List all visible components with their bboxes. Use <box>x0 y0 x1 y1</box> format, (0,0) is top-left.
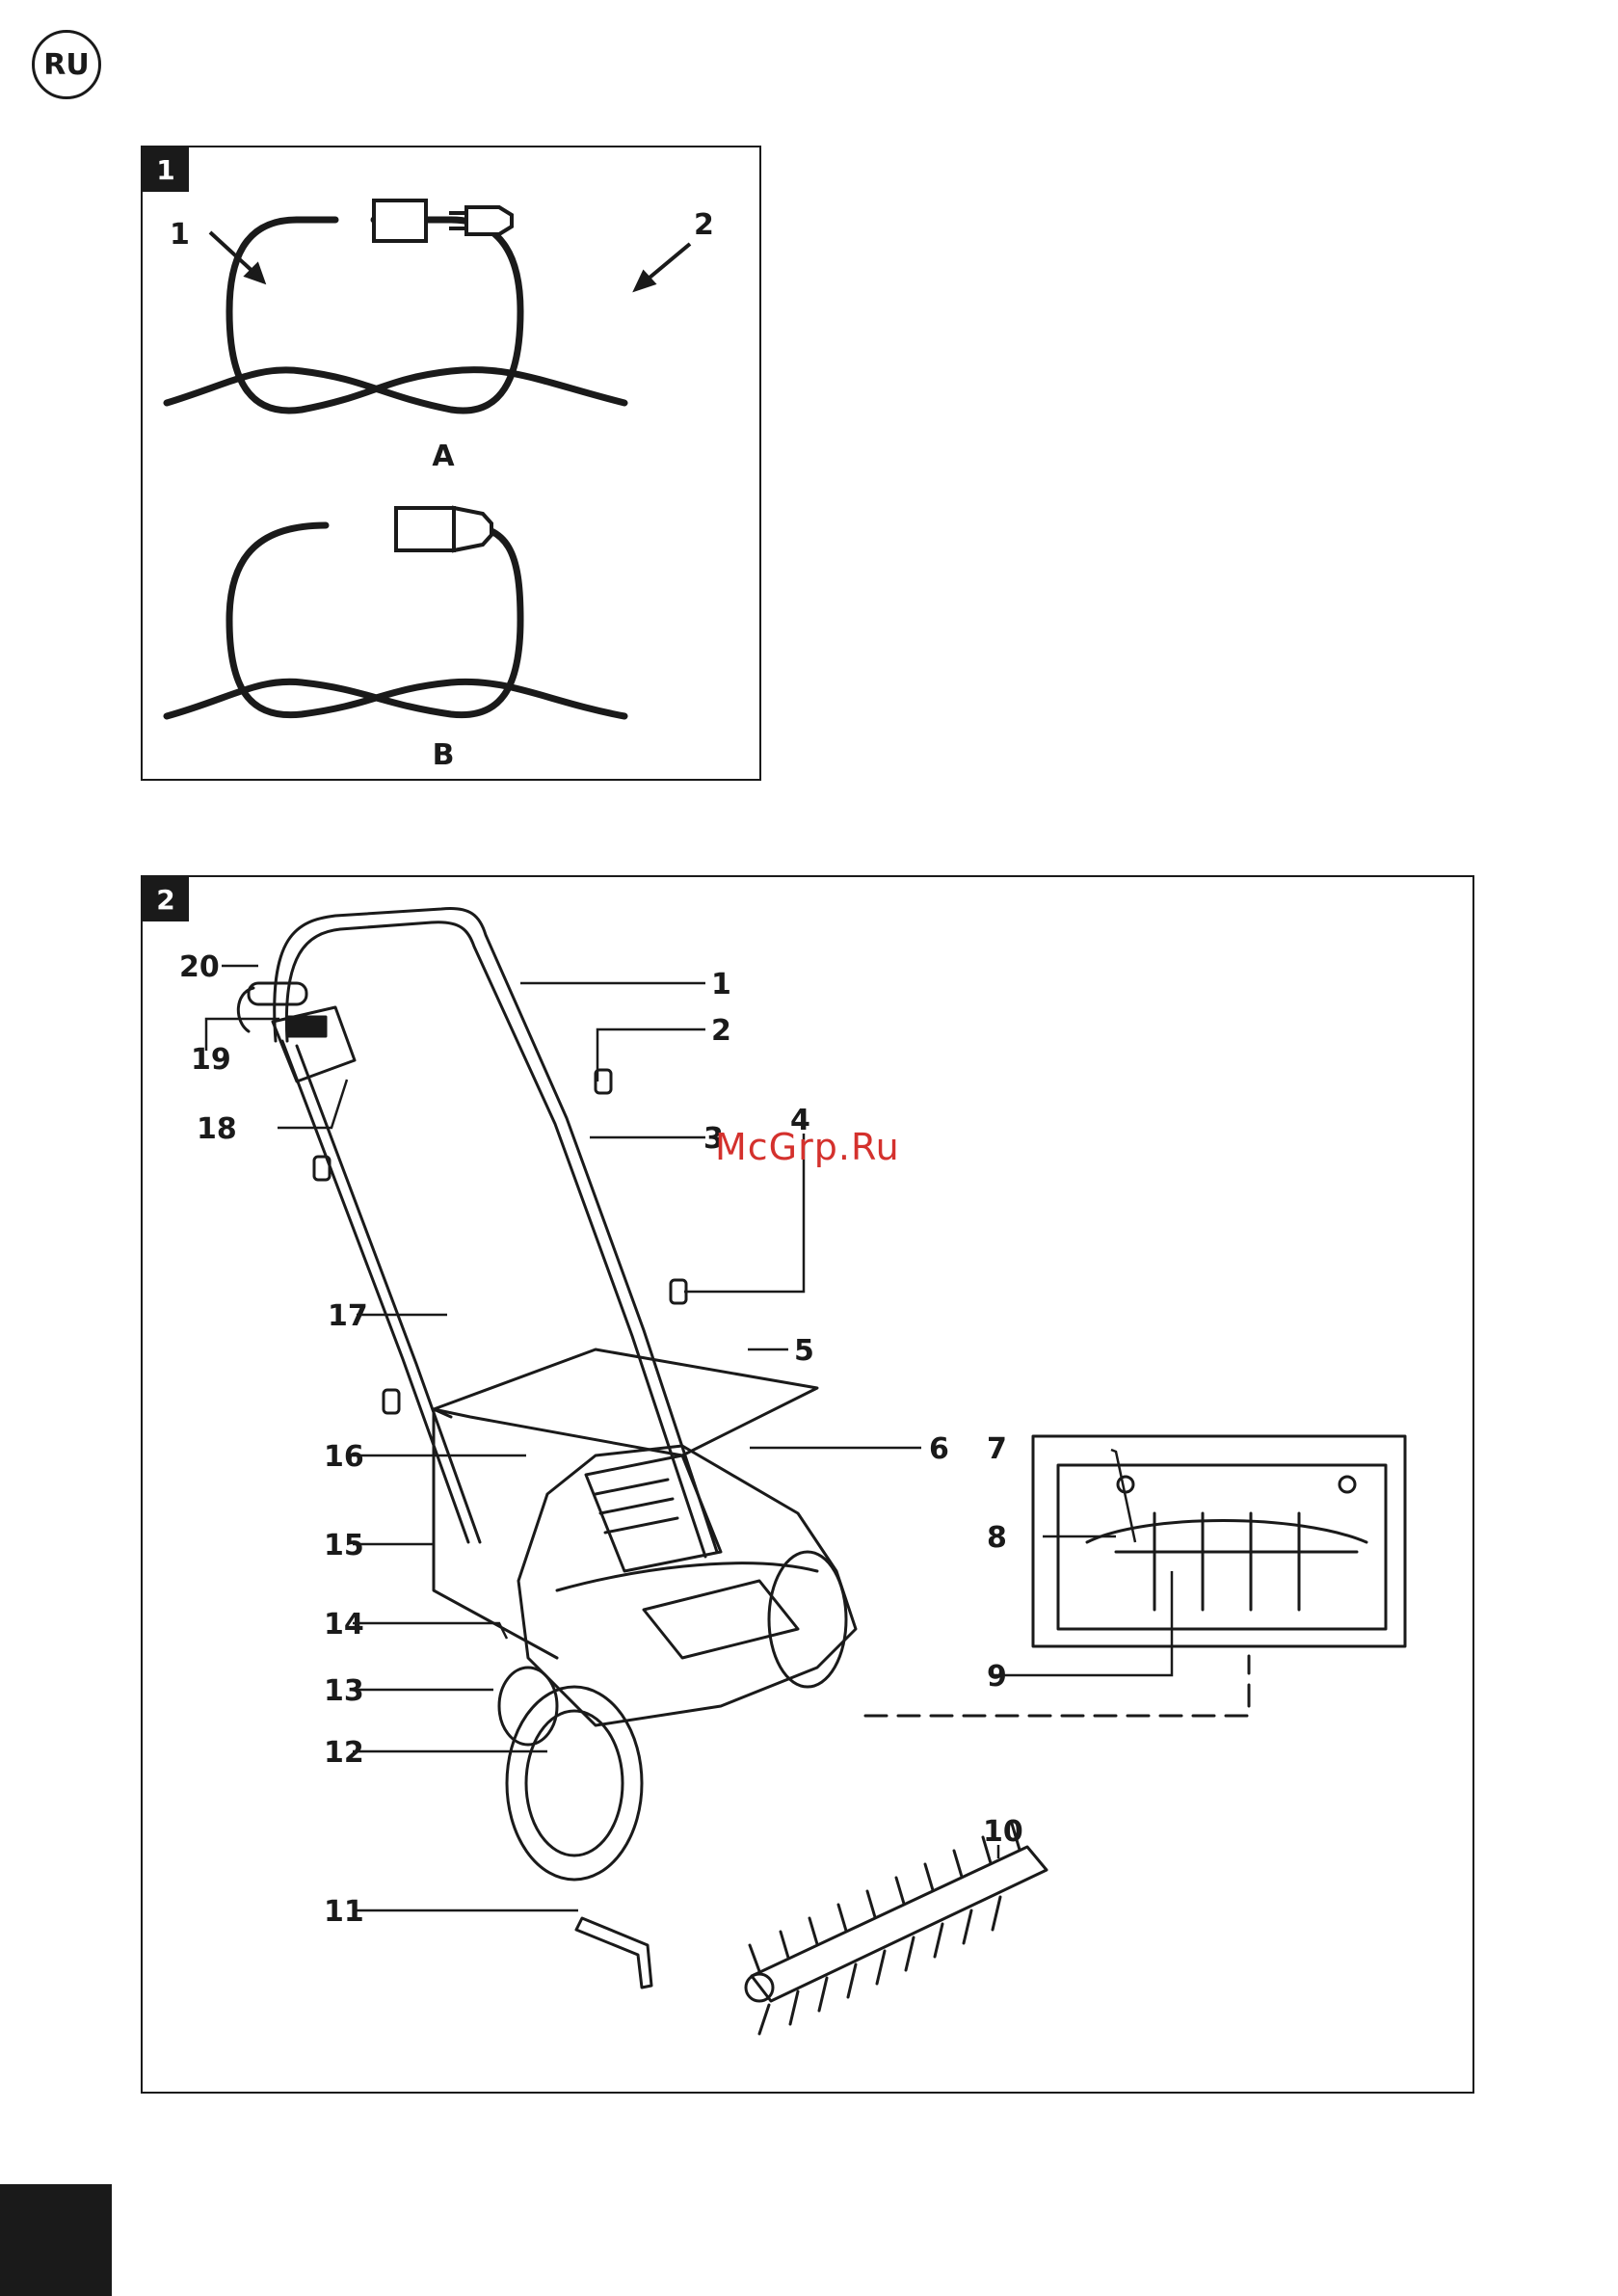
callout-13: 13 <box>324 1674 364 1708</box>
height-adjuster <box>499 1668 557 1745</box>
callout-8: 8 <box>987 1521 1007 1555</box>
callout-16: 16 <box>324 1440 364 1474</box>
callout-12: 12 <box>324 1736 364 1770</box>
connected-plug-icon <box>396 508 491 550</box>
roller-tines <box>750 1824 1020 2034</box>
grass-bag <box>434 1349 817 1455</box>
callout-19: 19 <box>191 1043 231 1077</box>
extension-cord-diagram: 1 2 A B <box>143 147 763 783</box>
cord-loop-a <box>167 220 624 411</box>
watermark: McGrp.Ru <box>715 1126 900 1168</box>
callout-2: 2 <box>711 1014 731 1048</box>
socket-icon <box>374 200 426 241</box>
scarifier-diagram: 1 2 3 4 5 6 7 8 9 10 11 12 13 14 15 16 1… <box>143 877 1476 2096</box>
callout-1: 1 <box>711 968 731 1001</box>
callout-9: 9 <box>987 1660 1007 1694</box>
page-edge-block <box>0 2184 112 2296</box>
figure-2-panel: 2 <box>141 875 1474 2094</box>
callout-1: 1 <box>170 218 190 252</box>
callout-17: 17 <box>328 1299 368 1333</box>
callout-arrows <box>210 232 690 289</box>
variant-b-label: B <box>433 738 455 772</box>
callout-5: 5 <box>794 1334 814 1368</box>
figure-1-panel: 1 1 2 A B <box>141 146 761 781</box>
knob-lower <box>671 1280 686 1303</box>
callout-10: 10 <box>983 1815 1023 1849</box>
callout-18: 18 <box>197 1112 237 1146</box>
language-badge: RU <box>32 30 101 99</box>
front-wheel <box>769 1552 846 1687</box>
callout-15: 15 <box>324 1529 364 1562</box>
lower-handle-left <box>282 1041 468 1542</box>
handle-grip <box>249 983 306 1004</box>
hex-key <box>576 1918 651 1988</box>
cord-loop-b <box>167 525 624 716</box>
callout-7: 7 <box>987 1432 1007 1466</box>
callout-14: 14 <box>324 1608 364 1642</box>
variant-a-label: A <box>432 440 455 473</box>
callout-2: 2 <box>694 208 714 242</box>
callout-6: 6 <box>929 1432 949 1466</box>
callout-11: 11 <box>324 1895 364 1929</box>
callout-20: 20 <box>179 950 220 984</box>
spring-tine-roller <box>752 1847 1047 2001</box>
